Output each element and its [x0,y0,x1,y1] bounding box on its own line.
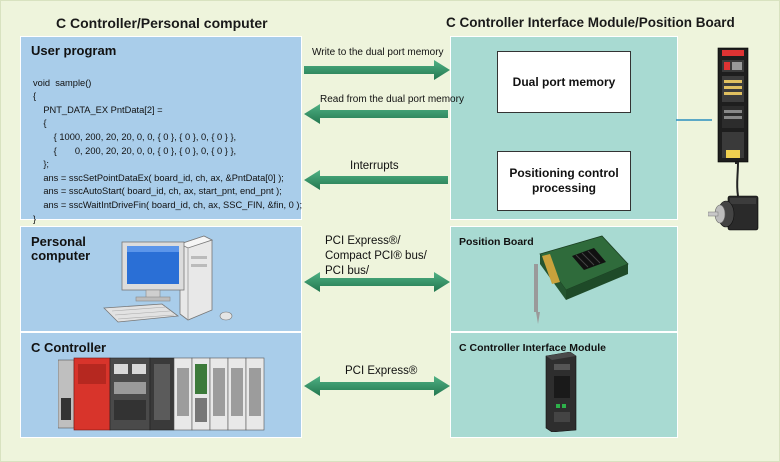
servo-amplifier-image [717,47,749,164]
positioning-label-line2: processing [531,181,597,195]
code-line: ans = sscWaitIntDriveFin( board_id, ch, … [33,199,303,210]
code-line: } [33,213,37,224]
dual-port-memory-label: Dual port memory [512,74,616,89]
pci-bus-label-line: PCI Express®/ [325,235,401,247]
pci-express-arrow [304,376,450,396]
dual-port-memory-box: Dual port memory [497,51,631,113]
user-program-panel: User program void sample() { PNT_DATA_EX … [20,36,302,224]
cc-interface-module-image [545,352,577,432]
read-arrow [304,104,448,124]
pci-bus-arrow [304,272,450,292]
interrupts-label: Interrupts [350,160,399,172]
code-line: PNT_DATA_EX PntData[2] = [33,104,163,115]
personal-computer-title-2: computer [31,248,91,263]
interface-module-panel: Dual port memory Positioning control pro… [450,36,678,220]
code-line: void sample() [33,77,92,88]
write-label: Write to the dual port memory [312,47,444,58]
pci-bus-label: PCI Express®/ Compact PCI® bus/ PCI bus/ [325,234,427,279]
position-board-title: Position Board [459,236,534,248]
code-line: ans = sscAutoStart( board_id, ch, ax, st… [33,186,282,197]
positioning-control-box: Positioning control processing [497,151,631,211]
read-label: Read from the dual port memory [320,94,464,105]
code-line: { 1000, 200, 20, 20, 0, 0, { 0 }, { 0 },… [33,131,237,142]
code-line: ans = sscSetPointDataEx( board_id, ch, a… [33,172,284,183]
personal-computer-title-1: Personal [31,234,86,249]
code-line: { 0, 200, 20, 20, 0, 0, { 0 }, { 0 }, 0,… [33,145,237,156]
user-program-title: User program [31,43,117,58]
positioning-label-line1: Positioning control [509,166,619,180]
code-line: { [33,91,37,102]
pci-bus-label-line: Compact PCI® bus/ [325,250,427,262]
code-line: }; [33,159,50,170]
position-board-image [534,235,629,324]
servo-motor-image [708,162,759,231]
pci-express-label: PCI Express® [345,365,418,377]
pci-bus-label-line: PCI bus/ [325,265,370,277]
personal-computer-image [103,235,233,323]
write-arrow [304,60,450,80]
code-block: void sample(){ PNT_DATA_EX PntData[2] = … [33,63,302,253]
right-header: C Controller Interface Module/Position B… [446,15,735,30]
code-line: { [33,118,47,129]
cc-interface-module-title: C Controller Interface Module [459,342,607,354]
interrupts-arrow [304,170,448,190]
c-controller-image [58,357,265,431]
c-controller-title: C Controller [31,340,107,355]
left-header: C Controller/Personal computer [56,15,268,31]
